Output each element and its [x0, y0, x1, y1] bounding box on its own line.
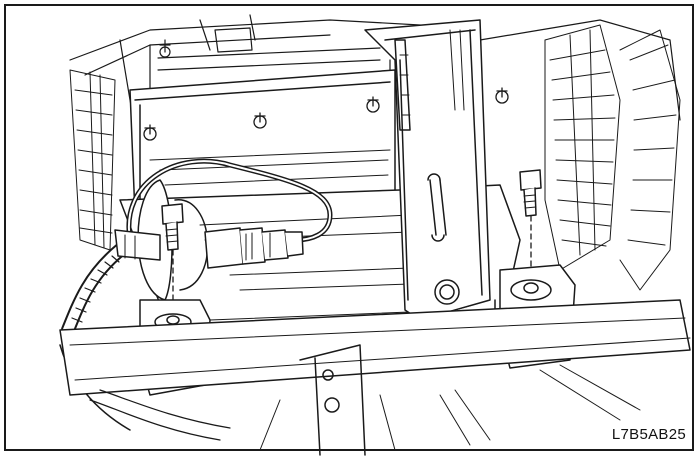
electrical-connector — [204, 227, 304, 269]
box-bolts — [143, 87, 509, 141]
lower-hose — [89, 389, 231, 441]
right-grille — [544, 24, 681, 291]
control-module-box — [129, 69, 509, 216]
figure-code: L7B5AB25 — [611, 426, 686, 443]
left-grille — [69, 69, 116, 251]
figure-frame — [4, 4, 694, 451]
left-mounting-bolt — [161, 203, 184, 319]
lower-crossmember — [59, 299, 691, 456]
harness-clip — [114, 229, 161, 261]
